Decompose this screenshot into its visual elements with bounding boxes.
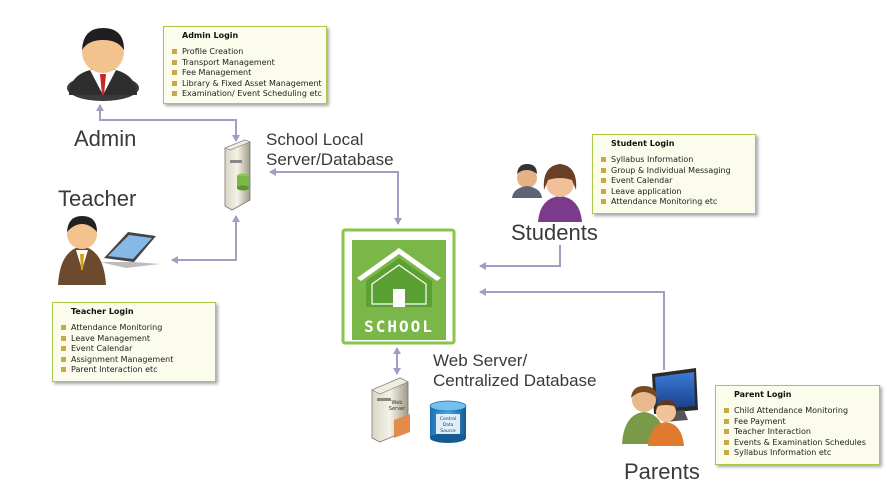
list-item: Attendance Monitoring etc bbox=[601, 197, 747, 208]
central-db-label-line2: Data bbox=[443, 422, 454, 428]
list-item: Attendance Monitoring bbox=[61, 323, 207, 334]
parent-login-title: Parent Login bbox=[734, 390, 792, 399]
web-server-caption: Web Server/ Centralized Database bbox=[433, 351, 596, 391]
list-item: Library & Fixed Asset Management bbox=[172, 79, 322, 90]
list-item: Group & Individual Messaging bbox=[601, 166, 747, 177]
arrow-server-school bbox=[269, 168, 402, 225]
parents-label: Parents bbox=[624, 459, 700, 484]
central-db-label-line1: Central bbox=[440, 416, 456, 422]
central-db-label-line3: Source bbox=[440, 428, 456, 434]
admin-person-icon bbox=[67, 28, 139, 101]
student-login-panel: Student Login Syllabus Information Group… bbox=[592, 134, 756, 214]
local-server-caption-line2: Server/Database bbox=[266, 150, 394, 169]
list-item: Syllabus Information etc bbox=[724, 448, 871, 459]
teacher-with-laptop-icon bbox=[58, 216, 160, 285]
list-item: Profile Creation bbox=[172, 47, 318, 58]
list-item: Parent Interaction etc bbox=[61, 365, 207, 376]
admin-label: Admin bbox=[74, 126, 137, 151]
web-server-caption-line2: Centralized Database bbox=[433, 371, 597, 390]
list-item: Syllabus Information bbox=[601, 155, 747, 166]
arrow-parents-school bbox=[479, 288, 665, 370]
school-logo: SCHOOL bbox=[341, 228, 456, 345]
parent-login-panel: Parent Login Child Attendance Monitoring… bbox=[715, 385, 880, 465]
student-login-list: Syllabus Information Group & Individual … bbox=[601, 155, 747, 208]
local-server-icon bbox=[224, 139, 251, 211]
list-item: Event Calendar bbox=[601, 176, 747, 187]
list-item: Examination/ Event Scheduling etc bbox=[172, 89, 322, 100]
admin-login-panel: Admin Login Profile Creation Transport M… bbox=[163, 26, 327, 104]
students-label: Students bbox=[511, 220, 598, 245]
list-item: Fee Management bbox=[172, 68, 318, 79]
local-server-caption: School Local Server/Database bbox=[266, 130, 394, 170]
admin-login-list: Profile Creation Transport Management Fe… bbox=[172, 47, 322, 100]
central-database-icon: Central Data Source bbox=[429, 400, 467, 443]
list-item: Leave application bbox=[601, 187, 747, 198]
list-item: Teacher Interaction bbox=[724, 427, 871, 438]
web-server-label-line1: Web bbox=[392, 400, 403, 406]
list-item: Child Attendance Monitoring bbox=[724, 406, 871, 417]
list-item: Assignment Management bbox=[61, 355, 207, 366]
student-login-title: Student Login bbox=[611, 139, 675, 148]
list-item: Fee Payment bbox=[724, 417, 871, 428]
school-logo-label: SCHOOL bbox=[364, 317, 434, 336]
teacher-login-panel: Teacher Login Attendance Monitoring Leav… bbox=[52, 302, 216, 382]
teacher-login-title: Teacher Login bbox=[71, 307, 134, 316]
students-icon bbox=[512, 164, 582, 222]
local-server-caption-line1: School Local bbox=[266, 130, 364, 149]
list-item: Transport Management bbox=[172, 58, 318, 69]
parent-login-list: Child Attendance Monitoring Fee Payment … bbox=[724, 406, 871, 459]
arrow-admin-server bbox=[96, 104, 240, 142]
parents-computer-icon bbox=[622, 368, 698, 446]
web-server-caption-line1: Web Server/ bbox=[433, 351, 528, 370]
teacher-label: Teacher bbox=[58, 186, 137, 211]
teacher-login-list: Attendance Monitoring Leave Management E… bbox=[61, 323, 207, 376]
list-item: Event Calendar bbox=[61, 344, 207, 355]
arrow-teacher-server bbox=[171, 215, 240, 264]
list-item: Leave Management bbox=[61, 334, 207, 345]
list-item: Events & Examination Schedules bbox=[724, 438, 871, 449]
arrow-students-school bbox=[479, 245, 561, 270]
web-server-label-line2: Server bbox=[389, 406, 406, 412]
web-server-icon: Web Server bbox=[371, 377, 410, 443]
admin-login-title: Admin Login bbox=[182, 31, 239, 40]
